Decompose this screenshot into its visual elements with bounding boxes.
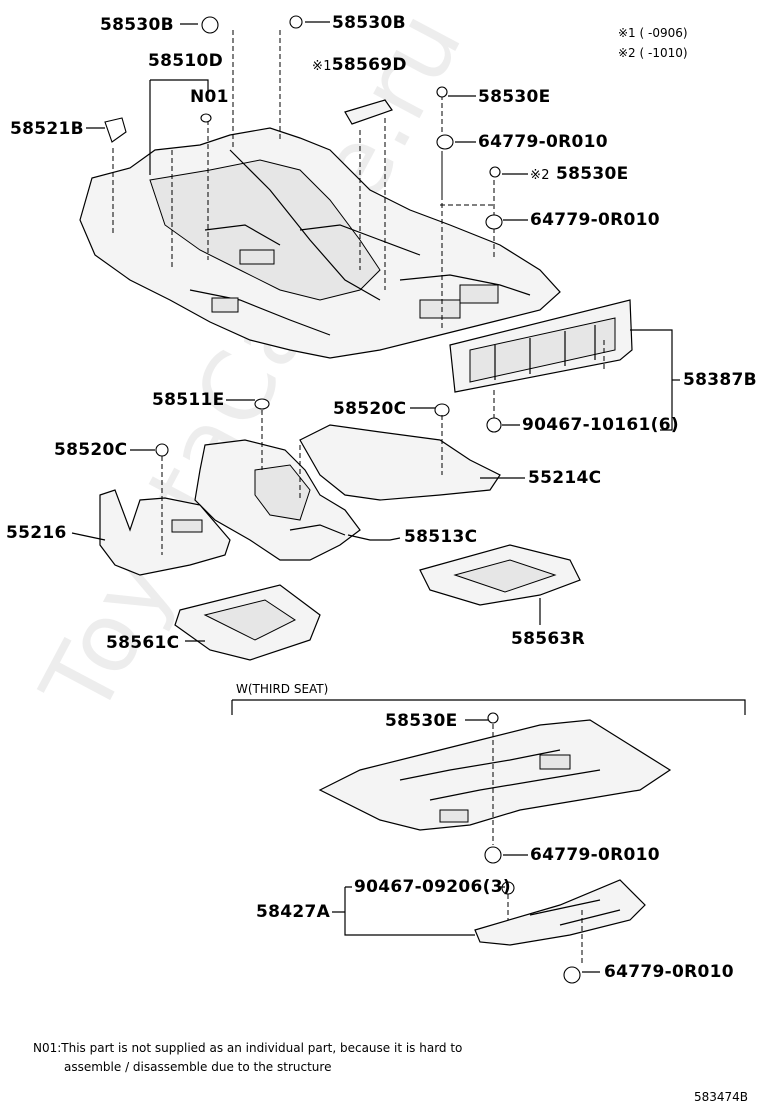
- rear-cover-58387b: [449, 299, 633, 393]
- legend-2: ※2 ( -1010): [618, 46, 688, 60]
- clip-58530e-bottom: [487, 712, 499, 724]
- label-58530b-left[interactable]: 58530B: [100, 15, 174, 35]
- legend-range-1: ( -0906): [639, 26, 688, 40]
- label-58521b[interactable]: 58521B: [10, 119, 84, 139]
- floor-carpet-third-seat: [318, 719, 672, 831]
- clip-64779-4: [563, 966, 581, 984]
- bracket-58521b: [104, 117, 127, 143]
- pad-55216: [99, 489, 231, 576]
- cover-58561c: [174, 584, 321, 661]
- footnote-line-2: assemble / disassemble due to the struct…: [64, 1060, 332, 1074]
- legend-range-2: ( -1010): [639, 46, 688, 60]
- text-58569d: 58569D: [331, 55, 407, 75]
- footnote-line-1: N01:This part is not supplied as an indi…: [33, 1041, 463, 1055]
- label-90467-10161[interactable]: 90467-10161(6): [522, 415, 679, 435]
- text-58530e-2: 58530E: [555, 164, 629, 184]
- label-58427a[interactable]: 58427A: [256, 902, 331, 922]
- label-64779-3[interactable]: 64779-0R010: [530, 845, 660, 865]
- label-64779-4[interactable]: 64779-0R010: [604, 962, 734, 982]
- label-58511e[interactable]: 58511E: [152, 390, 225, 410]
- clip-64779-2: [485, 214, 503, 230]
- label-58561c[interactable]: 58561C: [106, 633, 180, 653]
- label-55214c[interactable]: 55214C: [528, 468, 602, 488]
- clip-58530b-left: [201, 16, 219, 34]
- cover-58569d: [344, 99, 393, 125]
- label-58520c-right[interactable]: 58520C: [333, 399, 407, 419]
- third-seat-bracket: [231, 699, 746, 715]
- label-58530e-bottom[interactable]: 58530E: [385, 711, 458, 731]
- clip-90467-10161: [486, 417, 502, 433]
- clip-58530b-right: [289, 15, 303, 29]
- legend-mark-2: ※2: [618, 46, 636, 60]
- clip-58530e-top: [436, 86, 448, 98]
- label-58563r[interactable]: 58563R: [511, 629, 586, 649]
- floor-carpet-58510d: [79, 127, 561, 359]
- cover-58427a: [474, 879, 646, 946]
- label-55216[interactable]: 55216: [6, 523, 67, 543]
- label-64779-1[interactable]: 64779-0R010: [478, 132, 608, 152]
- label-58520c-left[interactable]: 58520C: [54, 440, 128, 460]
- label-58510d[interactable]: 58510D: [148, 51, 224, 71]
- legend-1: ※1 ( -0906): [618, 26, 688, 40]
- label-64779-2[interactable]: 64779-0R010: [530, 210, 660, 230]
- mat-55214c: [299, 424, 501, 501]
- clip-58511e: [254, 398, 270, 410]
- clip-n01: [200, 113, 212, 123]
- legend-mark-1: ※1: [618, 26, 636, 40]
- console-cover-58513c: [194, 439, 361, 561]
- label-58569d[interactable]: ※158569D: [312, 56, 407, 76]
- mark-58530e-2: ※2: [530, 168, 550, 183]
- label-58387b[interactable]: 58387B: [683, 370, 757, 390]
- label-58530e-top[interactable]: 58530E: [478, 87, 551, 107]
- clip-58530e-2: [489, 166, 501, 178]
- mark-58569d: ※1: [312, 59, 332, 74]
- label-58513c[interactable]: 58513C: [404, 527, 478, 547]
- label-58530e-2[interactable]: ※2 58530E: [530, 165, 629, 185]
- diagram-code: 583474B: [694, 1090, 749, 1104]
- label-58530b-right[interactable]: 58530B: [332, 13, 406, 33]
- cover-58563r: [419, 544, 581, 606]
- clip-64779-3: [484, 846, 502, 864]
- clip-64779-1: [436, 134, 454, 150]
- label-n01[interactable]: N01: [190, 87, 229, 107]
- clip-58520c-right: [434, 403, 450, 417]
- label-90467-09206[interactable]: 90467-09206(3): [354, 877, 511, 897]
- clip-58520c-left: [155, 443, 169, 457]
- section-title-third-seat: W(THIRD SEAT): [236, 682, 329, 696]
